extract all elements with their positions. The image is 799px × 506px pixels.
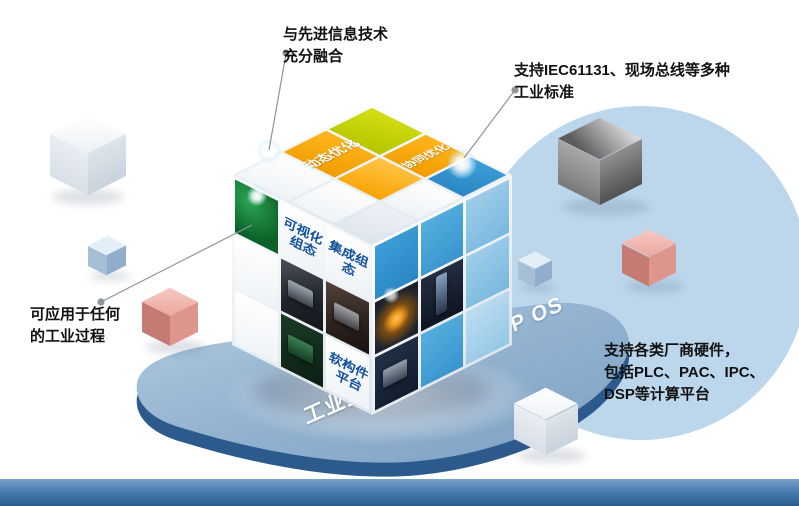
tile-label-integration: 集成组态 — [328, 236, 368, 280]
bottom-bar — [0, 479, 799, 506]
rubik-cube: 协同优化 动态优化 可视化 组态 集成组态 — [231, 104, 513, 425]
cube-shadow — [518, 448, 586, 463]
cube-shadow — [146, 340, 206, 354]
cube-shadow — [520, 283, 556, 292]
cube-shadow — [626, 280, 684, 293]
cube-shadow — [52, 189, 124, 205]
tile-label-collaborative: 协同优化 — [398, 142, 454, 170]
annotation-standards: 支持IEC61131、现场总线等多种 工业标准 — [514, 62, 730, 101]
annotation-hardware: 支持各类厂商硬件， 包括PLC、PAC、IPC、 DSP等计算平台 — [604, 342, 765, 403]
tile-label-visualization: 可视化 组态 — [282, 213, 322, 260]
annotation-fusion: 与先进信息技术 充分融合 — [283, 26, 389, 65]
annotation-process: 可应用于任何 的工业过程 — [30, 306, 121, 345]
cube-shadow — [562, 198, 650, 216]
tile-label-component: 软构件 平台 — [328, 347, 368, 394]
